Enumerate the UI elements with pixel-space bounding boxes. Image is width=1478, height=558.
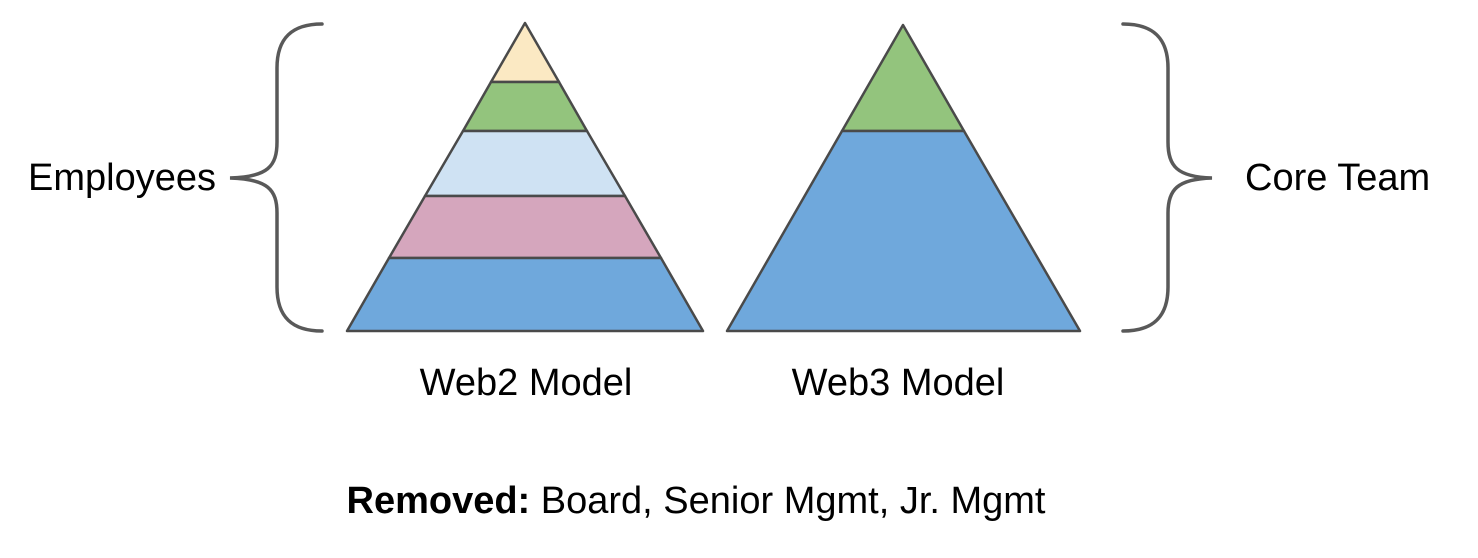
left-brace [229,22,324,333]
web3-title: Web3 Model [791,362,1005,404]
employees-label: Employees [28,157,216,199]
web2-title: Web2 Model [419,362,633,404]
web3-pyramid [725,23,1082,333]
web2-layer-4 [387,194,663,260]
web2-layer-2 [461,80,589,133]
caption-items: Board, Senior Mgmt, Jr. Mgmt [540,480,1046,522]
web2-pyramid [345,21,705,333]
web2-layer-5 [345,256,705,333]
core-team-label: Core Team [1245,157,1431,199]
caption: Removed: Board, Senior Mgmt, Jr. Mgmt [347,478,1046,524]
web3-layer-2 [725,129,1082,333]
right-brace [1121,22,1213,333]
caption-prefix: Removed: [346,480,531,522]
web2-layer-1 [489,21,561,84]
web2-layer-3 [423,129,627,198]
web3-layer-1 [840,23,966,133]
